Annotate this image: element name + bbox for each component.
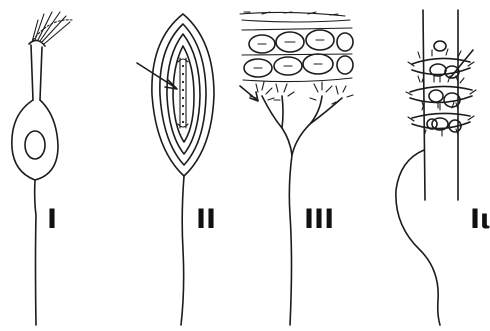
panel-1-receptor-cell: [12, 12, 72, 325]
panel-2-encapsulated-ending: [137, 14, 214, 325]
epithelial-cells: [242, 28, 353, 82]
panel-3-free-nerve-ending: [240, 12, 353, 325]
panel-1-label: I: [47, 204, 57, 235]
pointer-arrow: [240, 86, 257, 100]
nucleus-shape: [25, 131, 45, 159]
pointer-arrow: [137, 63, 176, 88]
inner-core-granules: [182, 65, 184, 123]
panel-4-hair-follicle-ending: [396, 10, 476, 325]
panel-3-label: III: [304, 204, 334, 235]
panel-2-label: II: [196, 204, 216, 235]
panel-4-label: Iι: [470, 204, 490, 235]
pointer-arrow: [450, 50, 473, 78]
